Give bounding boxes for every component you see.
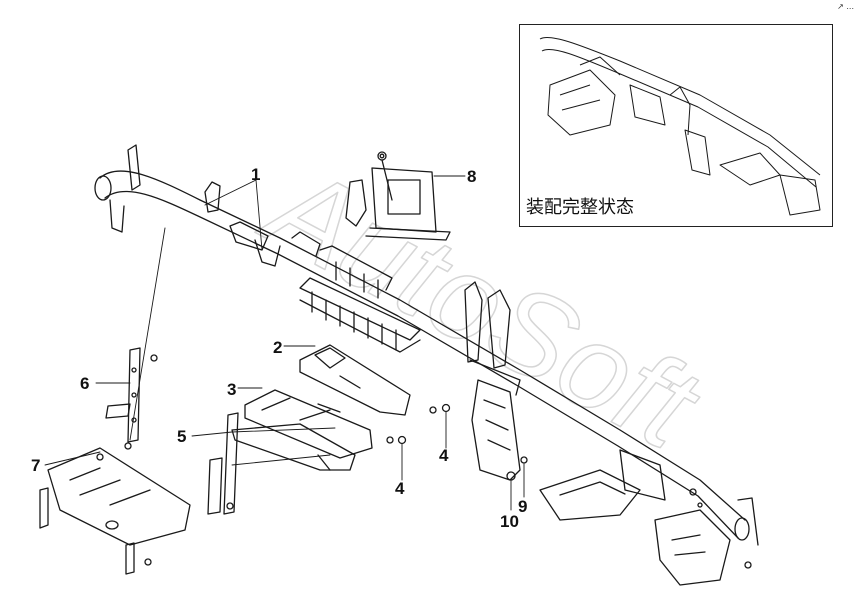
callout-2: 2 <box>273 338 283 357</box>
assembled-view-inset <box>519 24 833 227</box>
leader-lines <box>45 176 524 510</box>
callout-8: 8 <box>467 167 477 186</box>
part-6-bracket <box>106 348 157 449</box>
part-2-bracket <box>300 345 410 415</box>
part-7-bracket <box>40 448 190 574</box>
part-4-nuts <box>387 405 450 444</box>
part-8-bracket <box>346 152 450 240</box>
part-3-bracket <box>245 390 372 458</box>
callout-3: 3 <box>227 380 237 399</box>
callout-9: 9 <box>518 497 528 516</box>
callout-6: 6 <box>80 374 90 393</box>
callout-4-upper: 4 <box>439 446 449 465</box>
assembled-view-drawing <box>520 25 832 225</box>
callout-1: 1 <box>251 165 261 184</box>
part-5-bracket <box>232 424 355 470</box>
callout-10: 10 <box>500 512 519 531</box>
callout-7: 7 <box>31 456 41 475</box>
callout-4-lower: 4 <box>395 479 405 498</box>
part-5-strap <box>208 413 238 514</box>
callout-5: 5 <box>177 427 187 446</box>
corner-mark: ↗ ... <box>837 2 854 11</box>
inset-caption: 装配完整状态 <box>526 197 634 218</box>
cross-car-beam <box>94 145 758 585</box>
